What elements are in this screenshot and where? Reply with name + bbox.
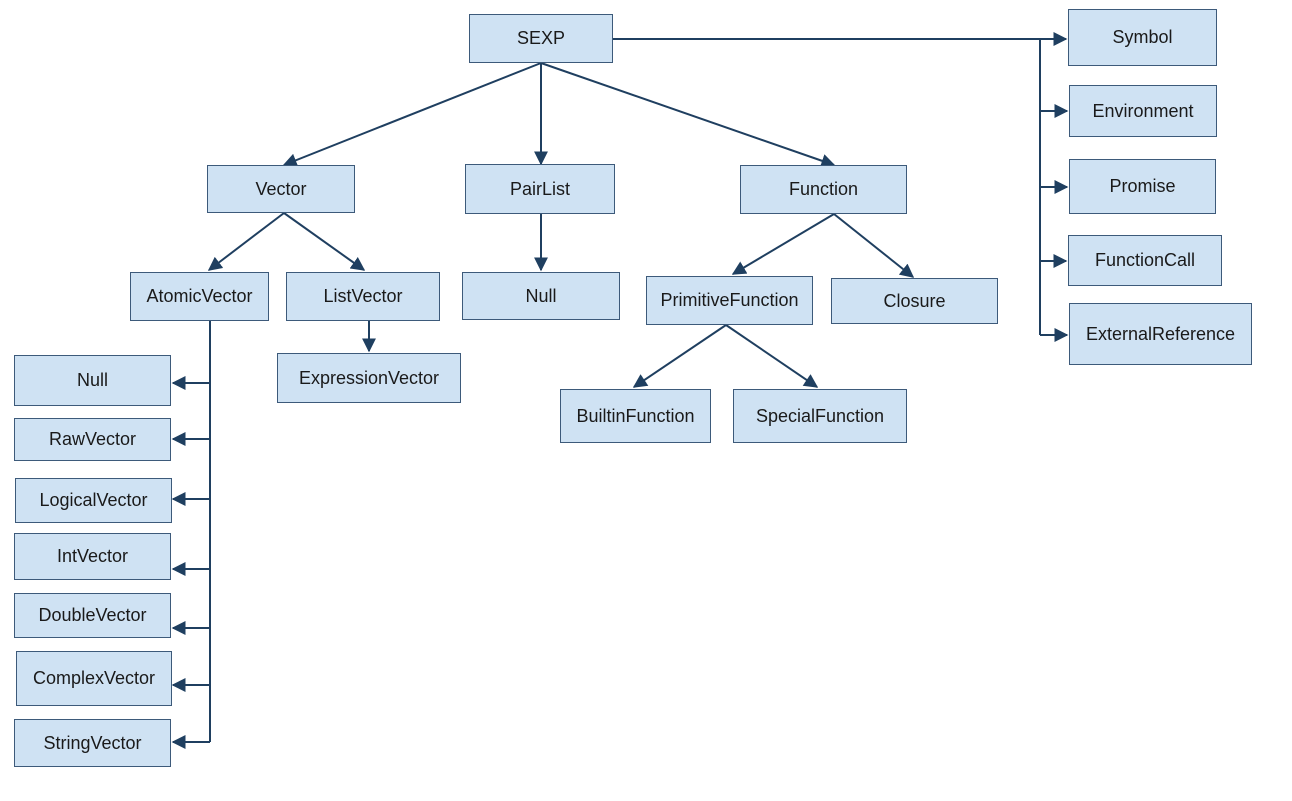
node-closure[interactable]: Closure (831, 278, 998, 324)
node-null-atomic[interactable]: Null (14, 355, 171, 406)
node-null-pairlist[interactable]: Null (462, 272, 620, 320)
node-function[interactable]: Function (740, 165, 907, 214)
node-complexvector[interactable]: ComplexVector (16, 651, 172, 706)
node-doublevector[interactable]: DoubleVector (14, 593, 171, 638)
node-symbol[interactable]: Symbol (1068, 9, 1217, 66)
node-listvector[interactable]: ListVector (286, 272, 440, 321)
node-externalreference[interactable]: ExternalReference (1069, 303, 1252, 365)
edge-vector-listvector (283, 212, 366, 271)
node-environment[interactable]: Environment (1069, 85, 1217, 137)
node-functioncall[interactable]: FunctionCall (1068, 235, 1222, 286)
node-stringvector[interactable]: StringVector (14, 719, 171, 767)
node-vector[interactable]: Vector (207, 165, 355, 213)
node-logicalvector[interactable]: LogicalVector (15, 478, 172, 523)
node-promise[interactable]: Promise (1069, 159, 1216, 214)
node-atomicvector[interactable]: AtomicVector (130, 272, 269, 321)
node-expressionvector[interactable]: ExpressionVector (277, 353, 461, 403)
edge-primitive-special (725, 324, 819, 388)
edge-sexp-function (540, 62, 836, 168)
edge-vector-atomicvector (207, 212, 285, 271)
node-intvector[interactable]: IntVector (14, 533, 171, 580)
node-sexp[interactable]: SEXP (469, 14, 613, 63)
edge-function-closure (833, 213, 915, 278)
edge-sexp-vector (282, 62, 542, 167)
node-specialfunction[interactable]: SpecialFunction (733, 389, 907, 443)
node-builtinfunction[interactable]: BuiltinFunction (560, 389, 711, 443)
edge-primitive-builtin (632, 324, 727, 388)
edge-function-primitivefunction (731, 213, 835, 275)
node-rawvector[interactable]: RawVector (14, 418, 171, 461)
node-primitivefunction[interactable]: PrimitiveFunction (646, 276, 813, 325)
node-pairlist[interactable]: PairList (465, 164, 615, 214)
